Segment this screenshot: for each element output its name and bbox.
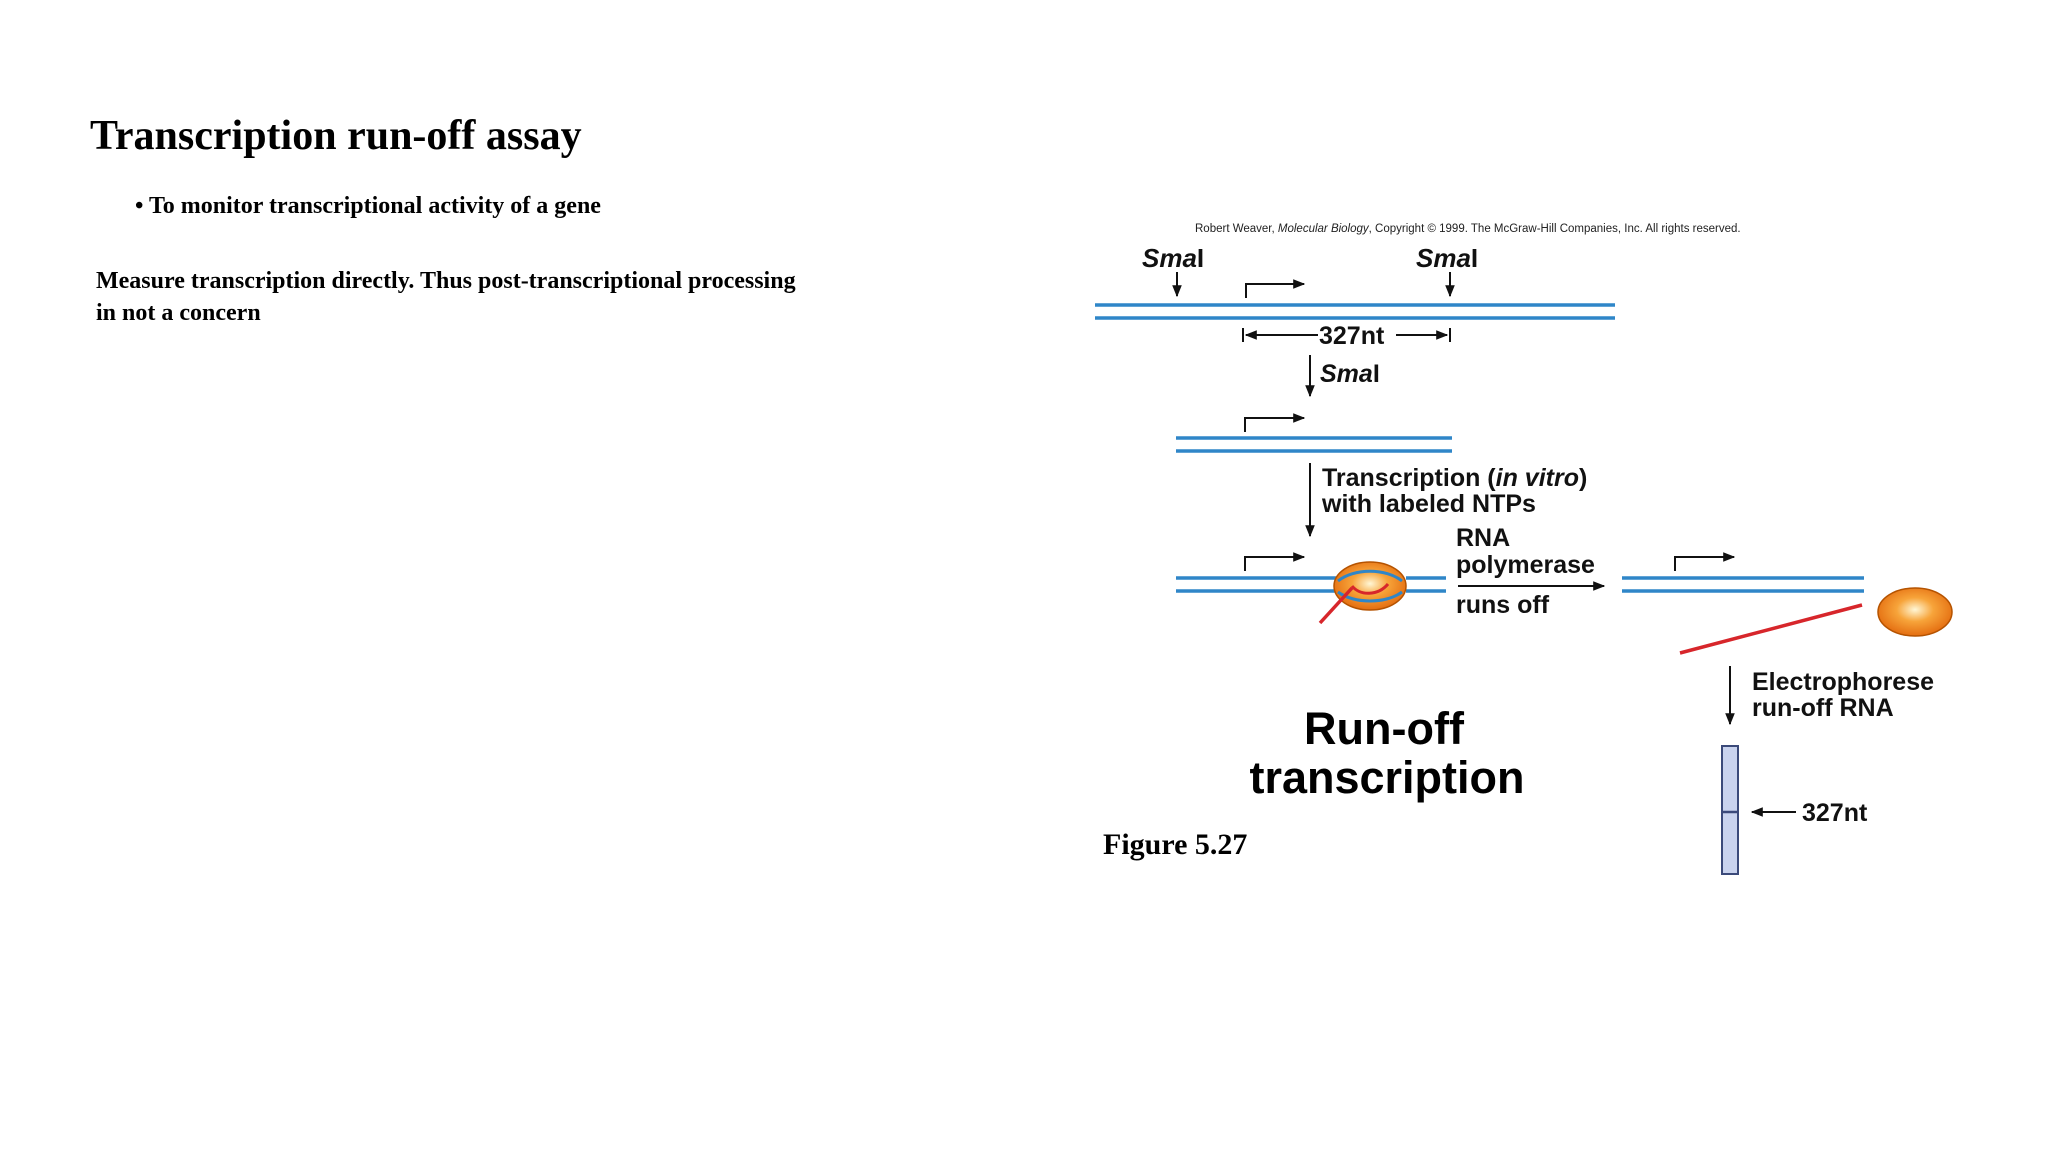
smai-label-left: SmaI — [1142, 243, 1204, 273]
transcription-label: Transcription (in vitro) — [1322, 464, 1587, 492]
gel-band-label: 327nt — [1802, 799, 1868, 827]
runoff-title-line1: Run-off — [1304, 703, 1465, 754]
rna-polymerase-released — [1877, 587, 1953, 637]
measure-text: Measure transcription directly. Thus pos… — [96, 268, 796, 326]
slide-title: Transcription run-off assay — [90, 113, 582, 159]
dna-template-full — [1095, 303, 1615, 320]
bullet-point: • To monitor transcriptional activity of… — [135, 193, 601, 219]
smai-label-right: SmaI — [1416, 243, 1478, 273]
smai-label-step: SmaI — [1320, 360, 1380, 388]
promoter-arrow — [1245, 279, 1306, 298]
rnap-label-line1: RNA — [1456, 524, 1510, 552]
electrophorese-label-line2: run-off RNA — [1752, 694, 1894, 722]
electrophorese-label-line1: Electrophorese — [1752, 668, 1934, 696]
rna-polymerase-bound — [1333, 561, 1407, 611]
promoter-arrow — [1244, 413, 1306, 432]
runoff-rna — [1679, 603, 1863, 655]
length-label: 327nt — [1319, 322, 1385, 350]
dna-after-runoff — [1622, 576, 1864, 593]
rnap-label-line2: polymerase — [1456, 551, 1595, 579]
promoter-arrow — [1244, 552, 1306, 571]
figure-label: Figure 5.27 — [1103, 828, 1248, 861]
dna-template-cut — [1176, 436, 1452, 453]
dna-transcribing — [1176, 576, 1446, 593]
labeled-ntps-label: with labeled NTPs — [1321, 490, 1536, 518]
runs-off-label: runs off — [1456, 591, 1550, 619]
runoff-title-line2: transcription — [1249, 752, 1524, 803]
length-span — [1242, 328, 1451, 342]
copyright-credit: Robert Weaver, Molecular Biology, Copyri… — [1195, 223, 1741, 235]
promoter-arrow — [1674, 552, 1736, 571]
nascent-rna — [1318, 586, 1354, 625]
gel-lane — [1721, 745, 1739, 875]
